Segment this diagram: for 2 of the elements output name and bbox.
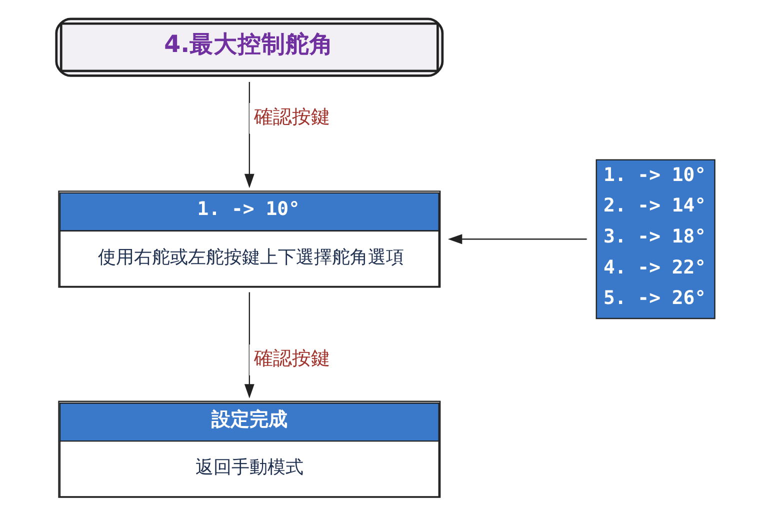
edge-label: 確認按鍵 (254, 347, 330, 370)
edge-label: 確認按鍵 (254, 106, 330, 128)
